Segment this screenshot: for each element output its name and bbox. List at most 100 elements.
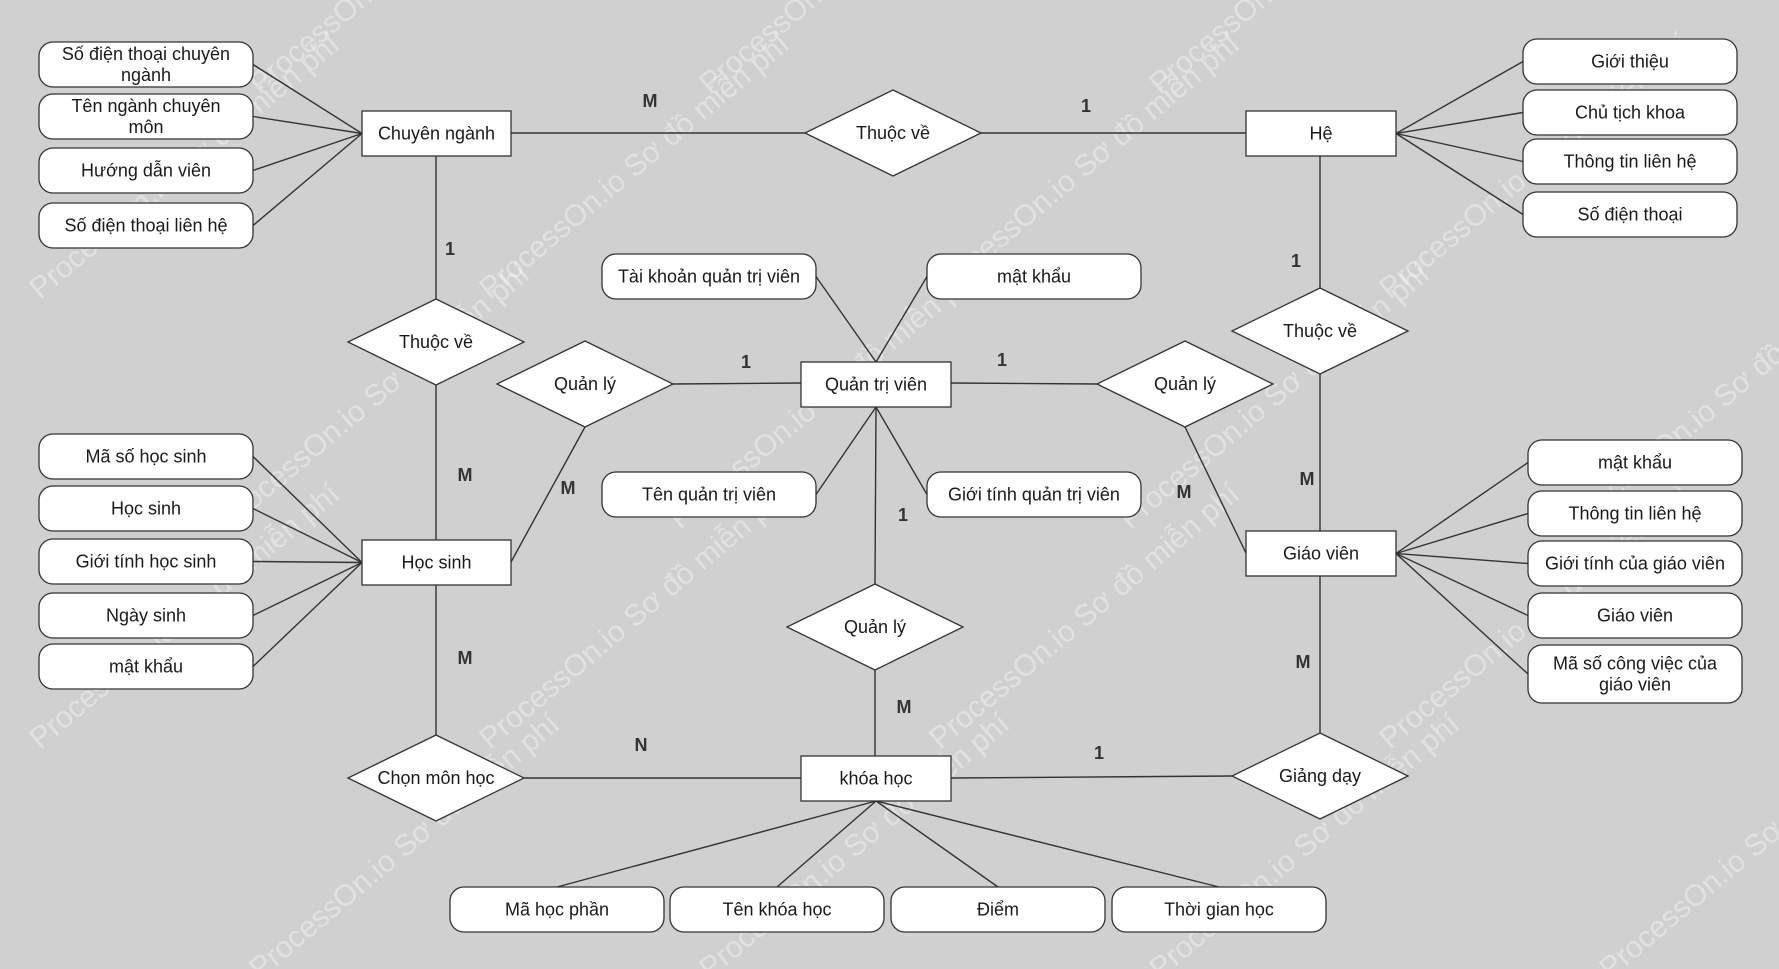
shape-label: Thuộc về — [399, 332, 473, 352]
attribute-a-qt-gt[interactable]: Giới tính quản trị viên — [926, 471, 1142, 518]
shape-label: Mã số học sinh — [85, 447, 206, 467]
attribute-pill — [38, 41, 254, 88]
attribute-a-qt-mk[interactable]: mật khẩu — [926, 253, 1142, 300]
relationship-quan-ly-right[interactable]: Quản lý — [1095, 340, 1275, 428]
shape-label: Giáo viên — [1283, 544, 1359, 564]
relationship-diamond — [1230, 732, 1410, 820]
attribute-pill — [1527, 540, 1743, 587]
attribute-connector — [1395, 552, 1529, 565]
shape-label: Giới tính học sinh — [76, 552, 217, 572]
attribute-connector — [1395, 111, 1524, 135]
attribute-connector — [252, 132, 363, 172]
relationship-thuoc-ve-top[interactable]: Thuộc về — [803, 89, 983, 177]
shape-label: Số điện thoại liên hệ — [64, 216, 227, 236]
shape-label: Giới tính của giáo viên — [1545, 554, 1725, 574]
attribute-a-kh-ma[interactable]: Mã học phần — [449, 886, 665, 933]
entity-chuyen-nganh[interactable]: Chuyên ngành — [361, 110, 512, 157]
attribute-a-hs-hs[interactable]: Học sinh — [38, 485, 254, 532]
attribute-a-kh-ten[interactable]: Tên khóa học — [669, 886, 885, 933]
attribute-connector — [252, 455, 363, 564]
attribute-pill — [38, 93, 254, 140]
relationship-giang-day[interactable]: Giảng dạy — [1230, 732, 1410, 820]
relationship-thuoc-ve-right[interactable]: Thuộc về — [1230, 287, 1410, 375]
attribute-connector — [875, 276, 928, 363]
shape-label: Giới thiệu — [1591, 52, 1669, 72]
shape-label: mật khẩu — [1598, 453, 1672, 473]
cardinality-label: 1 — [741, 352, 751, 372]
relationship-quan-ly-left[interactable]: Quản lý — [495, 340, 675, 428]
relationship-diamond — [785, 583, 965, 671]
attribute-pill — [38, 538, 254, 585]
cardinality-label: M — [561, 478, 576, 498]
attribute-pill — [926, 253, 1142, 300]
attribute-a-hs-ns[interactable]: Ngày sinh — [38, 592, 254, 639]
attribute-pill — [38, 202, 254, 249]
attribute-pill — [38, 592, 254, 639]
entity-box — [361, 110, 512, 157]
shape-label: khóa học — [839, 769, 912, 789]
attribute-a-he-sdt[interactable]: Số điện thoại — [1522, 191, 1738, 238]
cardinality-label: 1 — [1291, 251, 1301, 271]
cardinality-label: 1 — [898, 505, 908, 525]
attribute-pill — [38, 643, 254, 690]
relationship-chon-mon-hoc[interactable]: Chọn môn học — [346, 734, 526, 822]
attribute-a-he-gt[interactable]: Giới thiệu — [1522, 38, 1738, 85]
shape-label: Thông tin liên hệ — [1568, 504, 1701, 524]
shape-label: Quản lý — [1154, 374, 1216, 394]
shape-label: ngành — [121, 65, 171, 85]
attribute-a-gv-ttlh[interactable]: Thông tin liên hệ — [1527, 490, 1743, 537]
shape-label: Quản trị viên — [825, 375, 927, 395]
attribute-a-cn-sdtlh[interactable]: Số điện thoại liên hệ — [38, 202, 254, 249]
attribute-pill — [38, 433, 254, 480]
shape-label: Mã số công việc của — [1553, 654, 1718, 674]
shape-label: Số điện thoại chuyên — [62, 44, 230, 64]
cardinality-label: M — [458, 465, 473, 485]
attribute-connector — [875, 406, 928, 495]
attribute-pill — [601, 471, 817, 518]
shape-label: giáo viên — [1599, 675, 1671, 695]
entity-box — [800, 361, 952, 408]
attribute-connector — [252, 561, 363, 617]
attribute-a-cn-hdv[interactable]: Hướng dẫn viên — [38, 147, 254, 194]
cardinality-label: M — [1177, 482, 1192, 502]
relationship-quan-ly-bottom[interactable]: Quản lý — [785, 583, 965, 671]
shape-label: Chuyên ngành — [378, 124, 495, 144]
attribute-a-gv-gv[interactable]: Giáo viên — [1527, 592, 1743, 639]
shape-label: mật khẩu — [997, 267, 1071, 287]
shape-label: Thời gian học — [1164, 900, 1274, 920]
attribute-a-qt-tk[interactable]: Tài khoản quản trị viên — [601, 253, 817, 300]
cardinality-label: M — [1296, 652, 1311, 672]
entity-he[interactable]: Hệ — [1245, 110, 1397, 157]
attribute-a-hs-gt[interactable]: Giới tính học sinh — [38, 538, 254, 585]
attribute-a-gv-gt[interactable]: Giới tính của giáo viên — [1527, 540, 1743, 587]
attribute-a-he-ttlh[interactable]: Thông tin liên hệ — [1522, 138, 1738, 185]
cardinality-label: 1 — [1081, 96, 1091, 116]
attribute-a-qt-ten[interactable]: Tên quản trị viên — [601, 471, 817, 518]
attribute-a-hs-mk[interactable]: mật khẩu — [38, 643, 254, 690]
attribute-connector — [1395, 512, 1529, 555]
attribute-a-hs-ma[interactable]: Mã số học sinh — [38, 433, 254, 480]
relationship-diamond — [803, 89, 983, 177]
attribute-a-he-ctk[interactable]: Chủ tịch khoa — [1522, 89, 1738, 136]
attribute-a-gv-mk[interactable]: mật khẩu — [1527, 439, 1743, 486]
entity-quan-tri-vien[interactable]: Quản trị viên — [800, 361, 952, 408]
shape-label: Thông tin liên hệ — [1563, 152, 1696, 172]
relationship-connector — [950, 382, 1098, 385]
shape-label: Tên quản trị viên — [642, 485, 776, 505]
attribute-pill — [1522, 191, 1738, 238]
attribute-pill — [890, 886, 1106, 933]
entity-khoa-hoc[interactable]: khóa học — [800, 755, 952, 802]
attribute-connector — [252, 63, 363, 135]
attribute-a-kh-tg[interactable]: Thời gian học — [1111, 886, 1327, 933]
relationship-thuoc-ve-left[interactable]: Thuộc về — [346, 298, 526, 386]
shape-label: Hệ — [1309, 124, 1332, 144]
entity-hoc-sinh[interactable]: Học sinh — [361, 539, 512, 586]
attribute-a-kh-diem[interactable]: Điểm — [890, 886, 1106, 933]
entity-giao-vien[interactable]: Giáo viên — [1245, 530, 1397, 577]
shape-label: Quản lý — [554, 374, 616, 394]
entity-box — [361, 539, 512, 586]
